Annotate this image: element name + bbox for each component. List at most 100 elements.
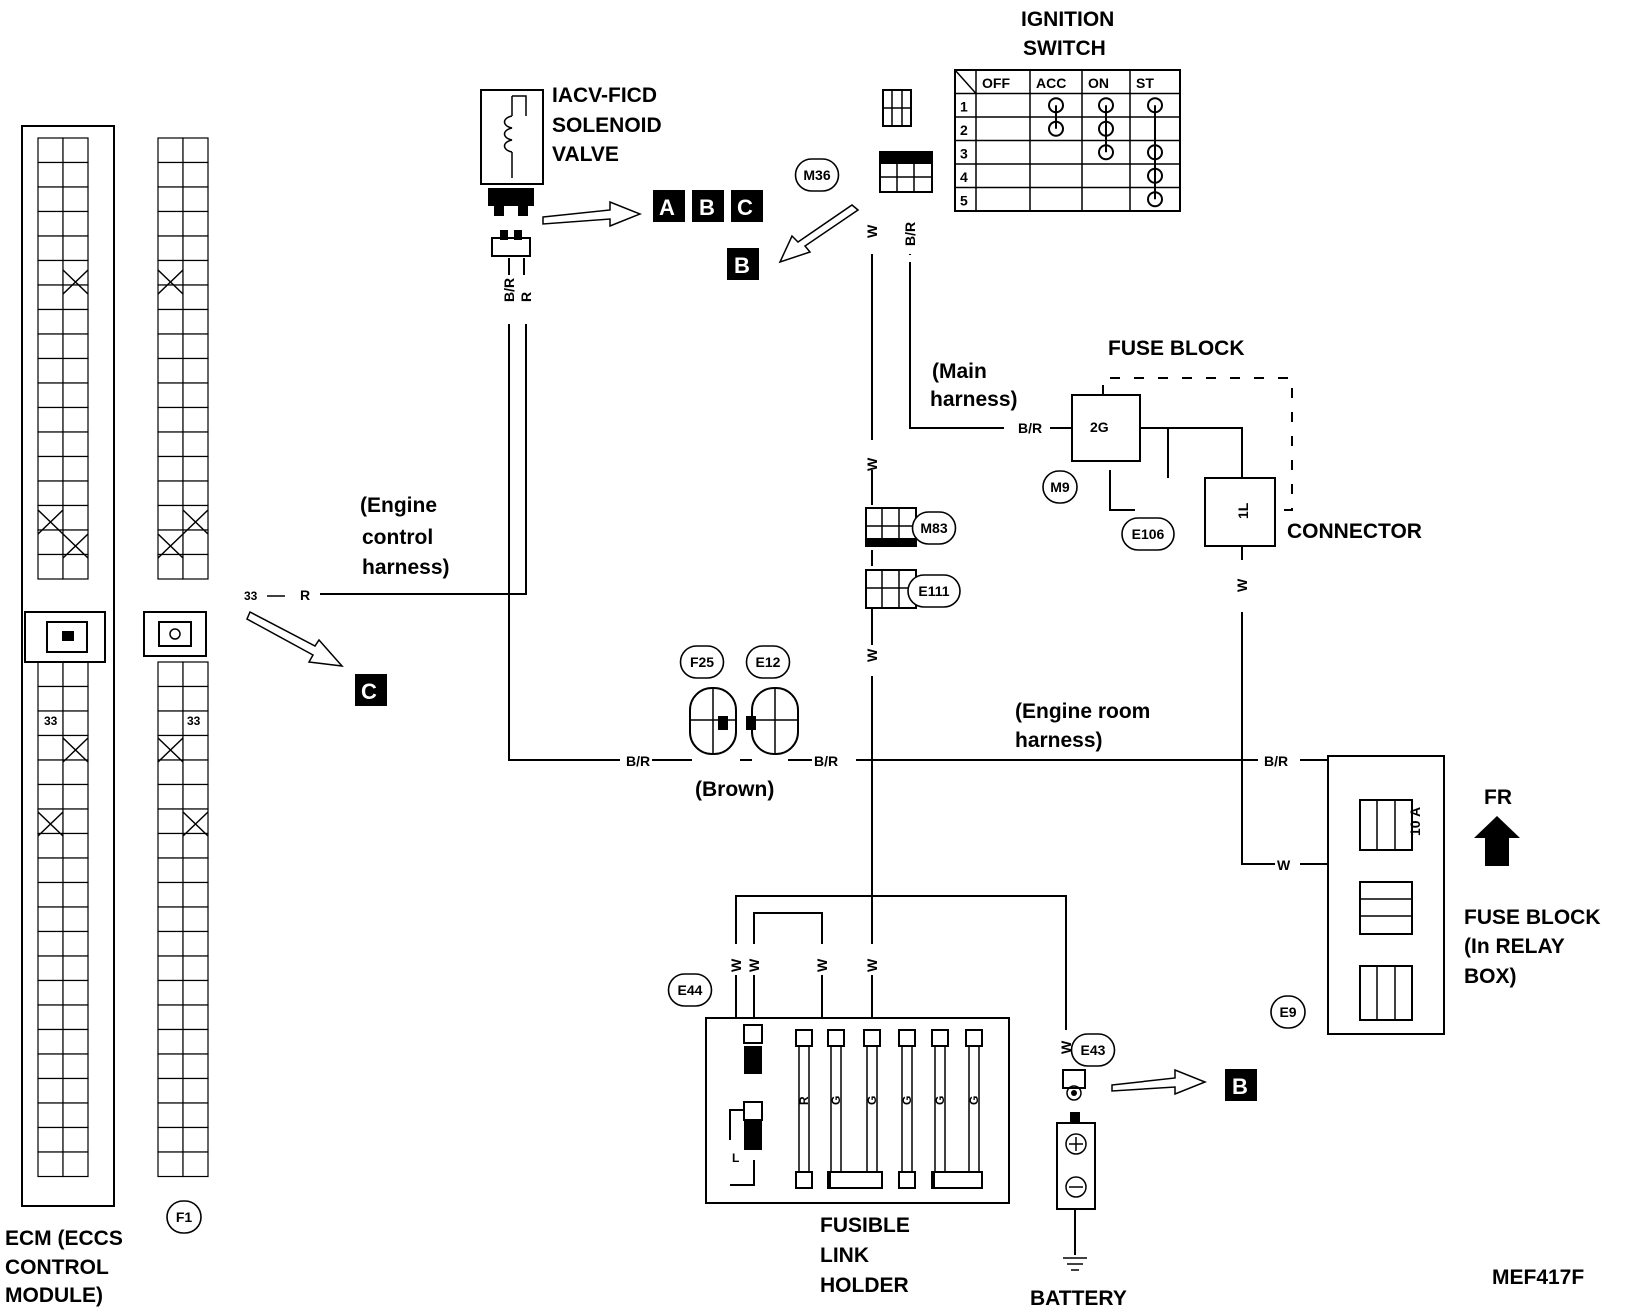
connector-id-tag: E9: [1270, 995, 1306, 1029]
iacv-valve: [480, 89, 544, 257]
f1-pin: [182, 759, 209, 786]
f1-pin: [182, 431, 209, 458]
ecm-label-1: ECM (ECCS: [5, 1227, 123, 1250]
f1-pin: [182, 186, 209, 213]
ecm-pin: [37, 137, 64, 164]
ecm-pin: [62, 661, 89, 688]
f1-pin: [157, 480, 184, 507]
ecm-pin: [37, 406, 64, 433]
svg-text:F25: F25: [690, 654, 714, 670]
f1-pin: [182, 1004, 209, 1031]
f1-pin: [157, 881, 184, 908]
f1-pin: [182, 979, 209, 1006]
wire-w-label: W: [1277, 857, 1291, 873]
main-harness-label-1: (Main: [932, 360, 987, 383]
wire-br-label: B/R: [814, 753, 838, 769]
f1-pin: [157, 161, 184, 188]
wire-r-label: R: [300, 587, 310, 603]
f1-pin: [182, 783, 209, 810]
wire-l-label: L: [732, 1151, 739, 1165]
ecm-connector: 33: [21, 125, 115, 1207]
f1-pin: [157, 529, 184, 556]
ignition-table-header: OFF: [982, 75, 1010, 91]
f1-pin: [157, 553, 184, 580]
f1-pin: [182, 235, 209, 262]
ecm-pin: [37, 979, 64, 1006]
iacv-label-3: VALVE: [552, 143, 619, 166]
ecm-pin: [37, 308, 64, 335]
f1-pin: [157, 906, 184, 933]
fusible-link-color: G: [829, 1096, 843, 1105]
svg-text:B: B: [734, 253, 750, 278]
connector-label: CONNECTOR: [1287, 520, 1422, 543]
fr-label: FR: [1484, 786, 1512, 809]
ecm-pin: [37, 1126, 64, 1153]
f1-pin: [182, 357, 209, 384]
ecm-pin: [62, 455, 89, 482]
ecm-pin: [37, 1102, 64, 1129]
ignition-switch-label-1: IGNITION: [1021, 8, 1114, 31]
fusible-link: [827, 1029, 845, 1047]
f1-pin: [182, 734, 209, 761]
ecm-pin: [37, 685, 64, 712]
ecm-pin: [37, 881, 64, 908]
f1-pin: [182, 881, 209, 908]
fuse-block-relay-label-2: (In RELAY: [1464, 935, 1565, 958]
f1-pin: [157, 406, 184, 433]
ref-box-b-2: B: [727, 248, 759, 280]
fusible-link: [965, 1029, 983, 1047]
ecm-pin: [37, 930, 64, 957]
ecm-pin: [37, 186, 64, 213]
f1-pin: [182, 857, 209, 884]
f1-pin: [157, 1028, 184, 1055]
wires: [320, 254, 1399, 1271]
ecm-pin: [37, 357, 64, 384]
ecm-pin: [62, 504, 89, 531]
svg-text:E111: E111: [918, 583, 949, 599]
f1-pin: [182, 455, 209, 482]
ecm-pin: [37, 1004, 64, 1031]
ecm-pin: [37, 504, 64, 531]
f1-pin: [157, 1151, 184, 1178]
connector-e106: 1L: [1204, 477, 1276, 547]
engine-control-label-1: (Engine: [360, 494, 437, 517]
f1-pin: [182, 906, 209, 933]
ecm-pin: [62, 759, 89, 786]
ref-box-b-3: B: [1225, 1069, 1257, 1101]
fuse-block-relay: 10 A: [1327, 755, 1445, 1035]
fusible-link: [863, 1029, 881, 1047]
f1-pin-33-label: 33: [187, 714, 201, 728]
ecm-pin: [62, 1151, 89, 1178]
f1-pin: [182, 210, 209, 237]
ecm-pin: [37, 1028, 64, 1055]
ecm-pin: [62, 906, 89, 933]
ecm-pin: [62, 1004, 89, 1031]
ecm-pin: [37, 235, 64, 262]
ecm-pin: [37, 529, 64, 556]
fusible-link-label-1: FUSIBLE: [820, 1214, 910, 1237]
connector-m83: [865, 507, 917, 547]
conn-1l-label: 1L: [1235, 502, 1251, 519]
f1-pin: [182, 504, 209, 531]
connector-f25: [689, 687, 737, 755]
ecm-pin: [37, 759, 64, 786]
ecm-pin: [37, 832, 64, 859]
f1-pin: [157, 186, 184, 213]
ecm-pin: [37, 259, 64, 286]
f1-pin: [182, 382, 209, 409]
connector-id-tag: F1: [166, 1200, 202, 1234]
ecm-pin: [37, 553, 64, 580]
ignition-switch-label-2: SWITCH: [1023, 37, 1106, 60]
ecm-pin: [37, 284, 64, 311]
ecm-pin: [37, 808, 64, 835]
ref-box-b: B: [692, 190, 724, 222]
svg-text:M36: M36: [803, 167, 830, 183]
f1-pin: [182, 1053, 209, 1080]
ecm-pin: [62, 553, 89, 580]
ecm-pin: [62, 1053, 89, 1080]
connector-id-tag: E111: [907, 574, 961, 608]
battery: [1056, 1069, 1096, 1210]
ecm-pin: [62, 529, 89, 556]
ecm-pin: [62, 881, 89, 908]
